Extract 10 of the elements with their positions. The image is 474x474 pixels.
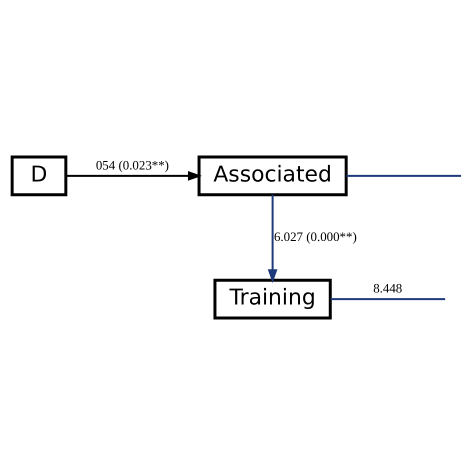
arrow: [66, 170, 202, 180]
connector: [330, 298, 446, 300]
arrow: [268, 194, 278, 283]
node-box: Training: [213, 278, 332, 320]
edge-label: 054 (0.023**): [96, 156, 170, 172]
edge-label: 8.448: [373, 280, 402, 296]
connector: [346, 174, 462, 176]
node-box: Associated: [198, 154, 348, 196]
edge-label: 6.027 (0.000**): [274, 228, 357, 244]
node-box: D: [10, 154, 68, 196]
